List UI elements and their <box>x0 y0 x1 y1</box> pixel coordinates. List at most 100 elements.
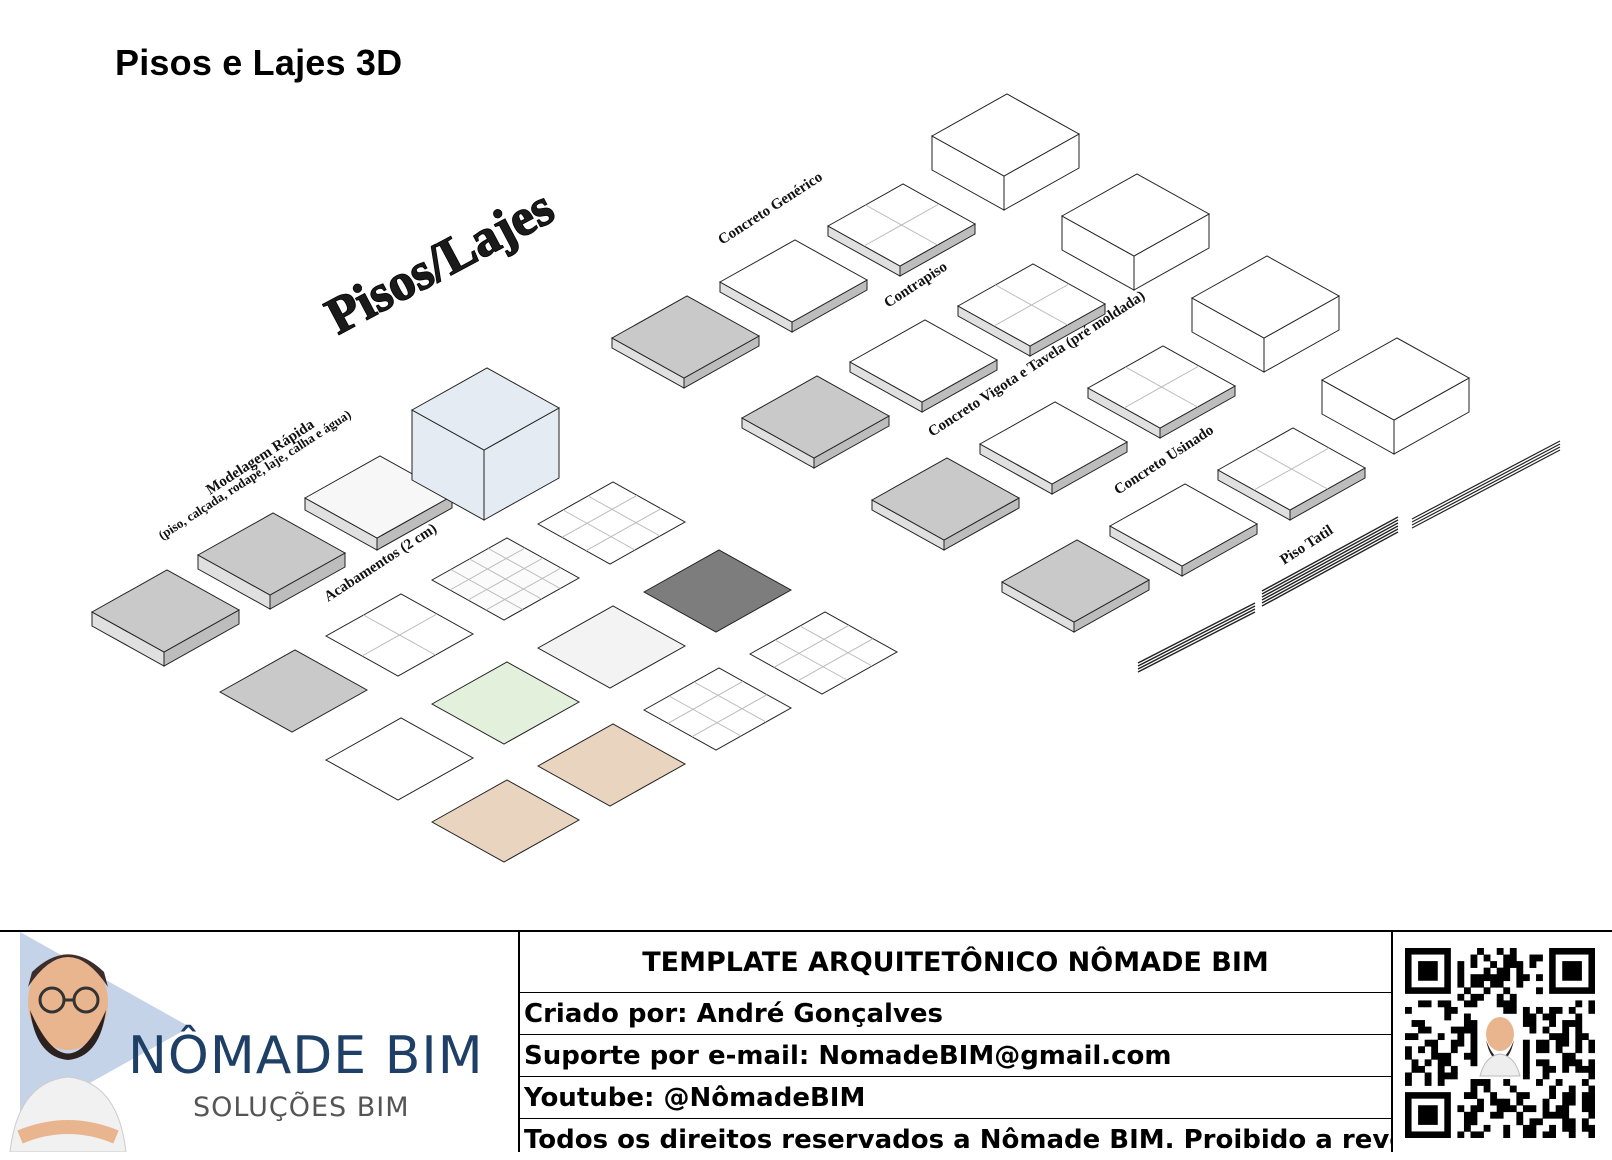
qr-module <box>1522 1105 1530 1113</box>
title-block: NÔMADE BIM SOLUÇÕES BIM TEMPLATE ARQUITE… <box>0 930 1612 1155</box>
qr-module <box>1536 1079 1543 1086</box>
qr-module <box>1549 1124 1556 1132</box>
qr-module <box>1437 1000 1445 1008</box>
qr-module <box>1575 1000 1583 1008</box>
qr-module <box>1568 1092 1576 1099</box>
qr-module <box>1588 1131 1596 1139</box>
label-modelagem-sub: (piso, calçada, rodapé, laje, calha e ág… <box>155 407 353 543</box>
qr-module <box>1470 1131 1478 1139</box>
tile-grid-line <box>361 613 438 657</box>
qr-module <box>1444 1072 1452 1080</box>
qr-module <box>1562 1111 1570 1119</box>
tile-grid-line <box>1123 365 1200 409</box>
qr-module <box>1496 1105 1504 1113</box>
qr-module <box>1496 993 1504 1001</box>
qr-module <box>1549 1131 1556 1139</box>
qr-module <box>1562 1020 1570 1027</box>
qr-code[interactable] <box>1405 948 1596 1139</box>
qr-module <box>1509 948 1517 955</box>
floor-tile <box>642 667 793 751</box>
qr-module <box>1470 980 1478 988</box>
qr-module <box>1418 1046 1425 1054</box>
floor-tile <box>430 661 581 745</box>
qr-finder-core <box>1418 1105 1438 1125</box>
info-table: TEMPLATE ARQUITETÔNICO NÔMADE BIM Criado… <box>518 932 1393 1155</box>
qr-module <box>1470 1085 1478 1093</box>
qr-module <box>1562 1059 1570 1067</box>
qr-module <box>1549 1033 1556 1041</box>
tactile-strip <box>1411 443 1561 523</box>
qr-module <box>1522 1046 1530 1054</box>
qr-module <box>1424 1059 1432 1067</box>
copyright-notice: Todos os direitos reservados a Nômade BI… <box>524 1124 1391 1155</box>
qr-module <box>1503 1006 1511 1014</box>
qr-module <box>1437 1059 1445 1067</box>
qr-module <box>1437 1072 1445 1080</box>
qr-module <box>1483 987 1491 995</box>
qr-avatar-icon <box>1479 1017 1521 1077</box>
qr-module <box>1542 1046 1550 1054</box>
qr-module <box>1483 1079 1491 1086</box>
template-title: TEMPLATE ARQUITETÔNICO NÔMADE BIM <box>520 932 1391 993</box>
qr-module <box>1536 1046 1543 1054</box>
tile-grid-line <box>773 624 850 668</box>
tile-grid-line <box>668 695 742 737</box>
qr-module <box>1522 1020 1530 1027</box>
tactile-strip <box>1261 519 1399 595</box>
qr-module <box>1575 1020 1583 1027</box>
tactile-strip <box>1411 446 1561 526</box>
qr-module <box>1463 1020 1471 1027</box>
qr-code-graphic <box>1405 948 1596 1139</box>
qr-module <box>1463 1026 1471 1034</box>
qr-module <box>1542 1105 1550 1113</box>
avatar <box>9 954 127 1152</box>
qr-module <box>1463 1000 1471 1008</box>
qr-module <box>1450 1006 1458 1014</box>
qr-module <box>1516 980 1524 988</box>
qr-module <box>1431 1039 1439 1047</box>
tile-grid-line <box>863 203 940 247</box>
tile-grid-line <box>562 509 636 551</box>
qr-module <box>1529 1118 1537 1126</box>
qr-module <box>1588 1059 1596 1067</box>
qr-module <box>1470 974 1478 982</box>
qr-module <box>1424 1000 1432 1008</box>
qr-module <box>1588 1006 1596 1014</box>
qr-module <box>1424 1072 1432 1080</box>
qr-module <box>1522 1065 1530 1073</box>
box-top <box>1320 337 1471 421</box>
qr-module <box>1536 954 1543 962</box>
qr-module <box>1568 1020 1576 1027</box>
qr-module <box>1562 1033 1570 1041</box>
floor-tile <box>1000 539 1151 623</box>
tactile-strip <box>1137 605 1256 667</box>
qr-module <box>1444 1052 1452 1060</box>
qr-module <box>1568 1006 1576 1014</box>
qr-module <box>1555 1039 1563 1047</box>
qr-module <box>1463 987 1471 995</box>
tile-grid-line <box>587 495 661 537</box>
floor-tiles-group <box>90 93 1561 863</box>
qr-module <box>1418 1065 1425 1073</box>
qr-module <box>1477 1079 1484 1086</box>
qr-module <box>1503 987 1511 995</box>
qr-module <box>1509 1105 1517 1113</box>
qr-module <box>1463 1092 1471 1099</box>
qr-module <box>1424 1039 1432 1047</box>
qr-module <box>1575 1026 1583 1034</box>
qr-module <box>1529 1131 1537 1139</box>
qr-module <box>1490 974 1498 982</box>
qr-module <box>1581 1033 1589 1041</box>
qr-module <box>1444 1013 1452 1021</box>
support-email: Suporte por e-mail: NomadeBIM@gmail.com <box>520 1035 1391 1077</box>
qr-module <box>1575 1013 1583 1021</box>
qr-module <box>1437 1065 1445 1073</box>
qr-module <box>1575 1039 1583 1047</box>
qr-module <box>1411 1033 1419 1041</box>
tactile-strip <box>1137 602 1256 664</box>
qr-module <box>1536 1118 1543 1126</box>
qr-module <box>1418 1020 1425 1027</box>
qr-module <box>1450 1072 1458 1080</box>
floor-tile <box>748 611 899 695</box>
floor-tile <box>90 569 241 653</box>
